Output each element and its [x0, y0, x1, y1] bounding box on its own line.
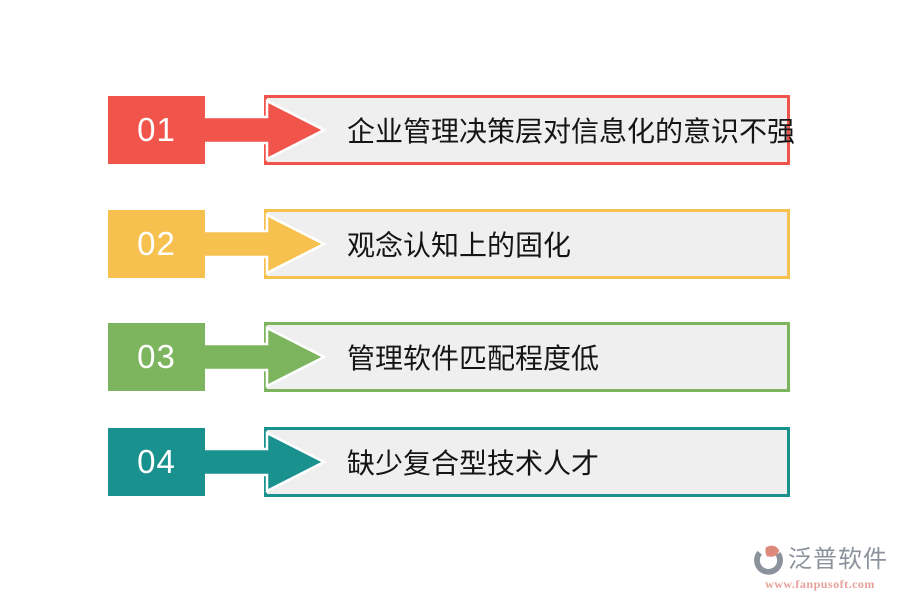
item-text-box: 观念认知上的固化 [264, 209, 790, 279]
item-text-box: 管理软件匹配程度低 [264, 322, 790, 392]
item-number-badge: 04 [108, 428, 205, 496]
arrow-right-icon [202, 325, 327, 389]
item-number: 03 [137, 338, 176, 375]
list-item: 01 企业管理决策层对信息化的意识不强 [0, 95, 900, 165]
fanpu-logo-icon [754, 545, 783, 575]
arrow-right-icon [202, 98, 327, 162]
item-label: 企业管理决策层对信息化的意识不强 [347, 117, 796, 148]
item-number: 02 [137, 225, 176, 262]
item-label: 缺少复合型技术人才 [347, 449, 600, 480]
list-item: 02 观念认知上的固化 [0, 209, 900, 279]
list-item: 04 缺少复合型技术人才 [0, 427, 900, 497]
item-label: 管理软件匹配程度低 [347, 344, 600, 375]
arrow-right-icon [202, 212, 327, 276]
item-label: 观念认知上的固化 [347, 231, 572, 262]
item-text-box: 企业管理决策层对信息化的意识不强 [264, 95, 795, 165]
arrow-right-icon [202, 430, 327, 494]
watermark-brand-line: 泛普软件 [752, 543, 888, 576]
watermark-url: www.fanpusoft.com [765, 577, 875, 591]
item-text-box: 缺少复合型技术人才 [264, 427, 790, 497]
item-number: 01 [137, 111, 176, 148]
item-number-badge: 03 [108, 323, 205, 391]
watermark: 泛普软件 www.fanpusoft.com [752, 543, 888, 592]
item-number-badge: 01 [108, 96, 205, 164]
watermark-brand: 泛普软件 [788, 546, 888, 573]
item-number-badge: 02 [108, 210, 205, 278]
list-item: 03 管理软件匹配程度低 [0, 322, 900, 392]
item-number: 04 [137, 443, 176, 480]
